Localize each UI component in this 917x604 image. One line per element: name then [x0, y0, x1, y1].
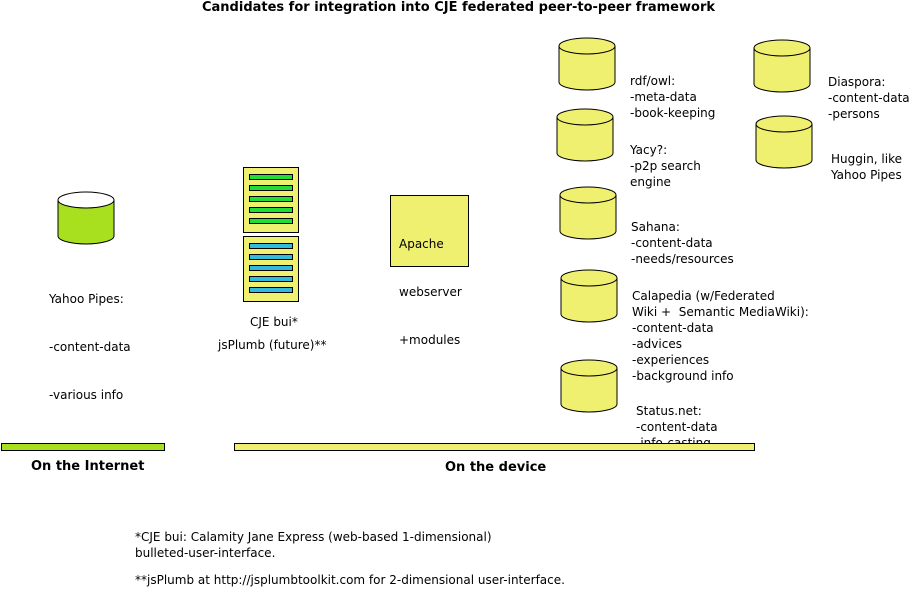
yacy-database-icon: [555, 107, 615, 162]
yahoo-pipes-database-icon: [56, 190, 116, 245]
cje-bui-green-panel: [243, 167, 299, 233]
cje-bui-cyan-panel: [243, 236, 299, 302]
device-label: On the device: [445, 460, 547, 475]
sahana-database-icon: [558, 185, 618, 240]
cje-bui-label: CJE bui*: [250, 315, 298, 329]
diagram-title: Candidates for integration into CJE fede…: [201, 0, 715, 15]
diaspora-label: Diaspora:-content-data-persons: [828, 75, 910, 121]
apache-line: +modules: [399, 333, 461, 347]
internet-bar: [1, 443, 165, 451]
apache-line: webserver: [399, 285, 462, 299]
status-net-database-icon: [559, 358, 619, 413]
sahana-label: Sahana:-content-data-needs/resources: [631, 220, 734, 266]
rdf-owl-label: rdf/owl:-meta-data-book-keeping: [630, 74, 716, 120]
device-bar: [234, 443, 755, 451]
internet-label: On the Internet: [31, 459, 145, 474]
huggin-database-icon: [754, 114, 814, 169]
yahoo-pipes-label: Yahoo Pipes: -content-data -various info: [49, 292, 131, 402]
jsplumb-label: jsPlumb (future)**: [218, 338, 327, 352]
status-net-label: Status.net:-content-data-info-casting: [636, 404, 718, 450]
apache-line: Apache: [399, 237, 444, 251]
rdf-owl-database-icon: [557, 36, 617, 91]
apache-webserver-box: Apache webserver +modules: [390, 195, 469, 347]
diaspora-database-icon: [752, 38, 812, 93]
calapedia-database-icon: [559, 268, 619, 323]
footnote-jsplumb: **jsPlumb at http://jsplumbtoolkit.com f…: [135, 573, 565, 587]
